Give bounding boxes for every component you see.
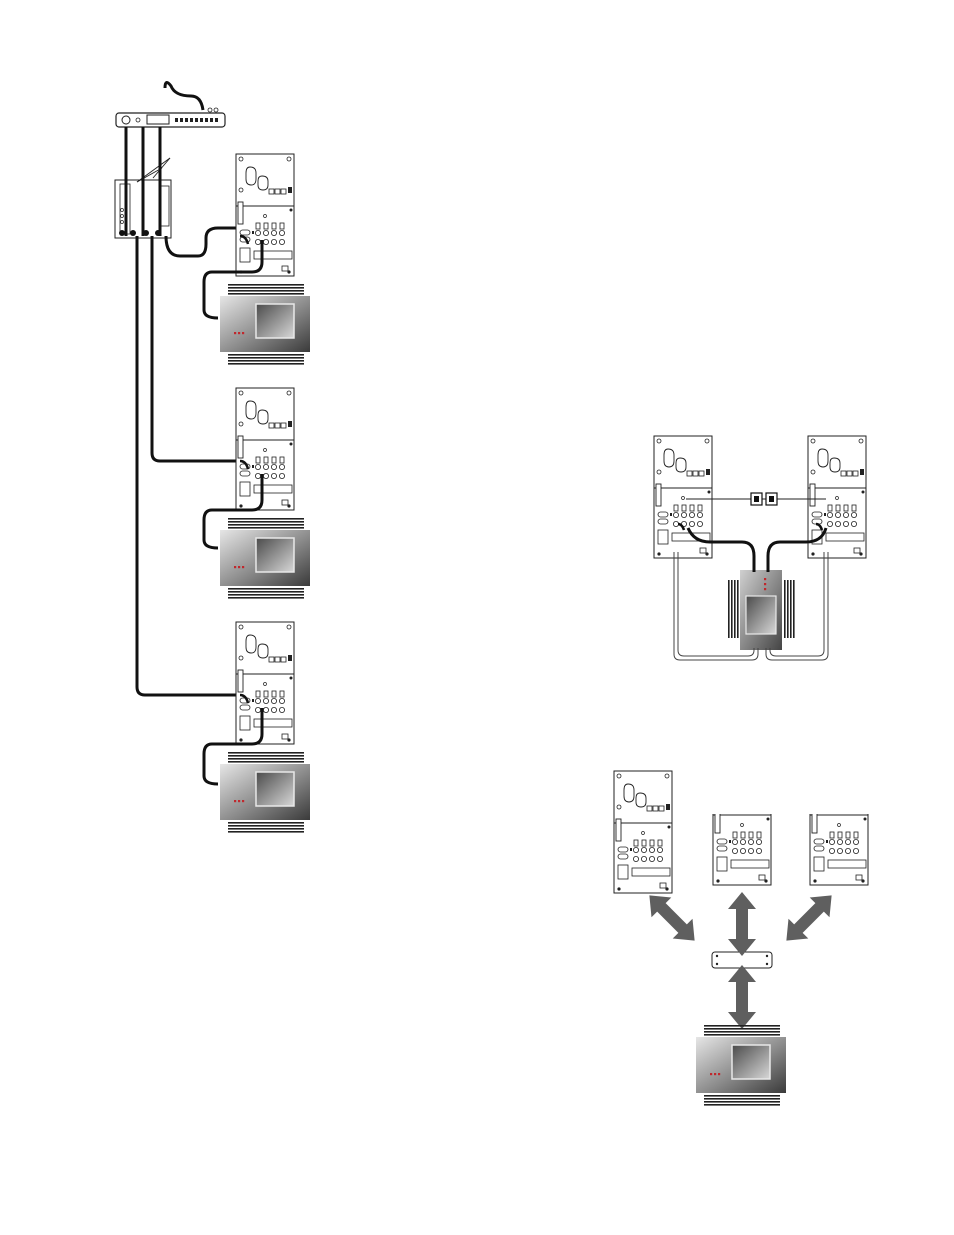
amplifier-icon (220, 518, 310, 599)
control-board-icon (711, 761, 773, 885)
amplifier-icon (220, 284, 310, 365)
amplifier-icon (696, 1025, 786, 1106)
double-arrow-icon (728, 892, 756, 956)
control-board-icon (654, 436, 712, 558)
amplifier-icon (728, 570, 795, 650)
control-board-icon (236, 388, 294, 510)
rack-processor-icon (116, 108, 225, 127)
double-arrow-icon (639, 885, 704, 950)
double-arrow-icon (776, 885, 841, 950)
input-cable (165, 82, 203, 110)
double-arrow-icon (728, 965, 756, 1029)
three-boards-via-interface (614, 761, 870, 1106)
amplifier-icon (220, 752, 310, 833)
control-board-icon (808, 761, 870, 885)
control-board-icon (614, 771, 672, 893)
control-board-icon (236, 622, 294, 744)
zone-2 (204, 388, 310, 599)
multi-zone-chain (115, 82, 310, 832)
control-board-icon (236, 154, 294, 276)
dual-board-shared-amplifier (654, 436, 866, 660)
zone-1 (204, 154, 310, 365)
zone-3 (204, 622, 310, 833)
processor-cables (126, 127, 240, 695)
